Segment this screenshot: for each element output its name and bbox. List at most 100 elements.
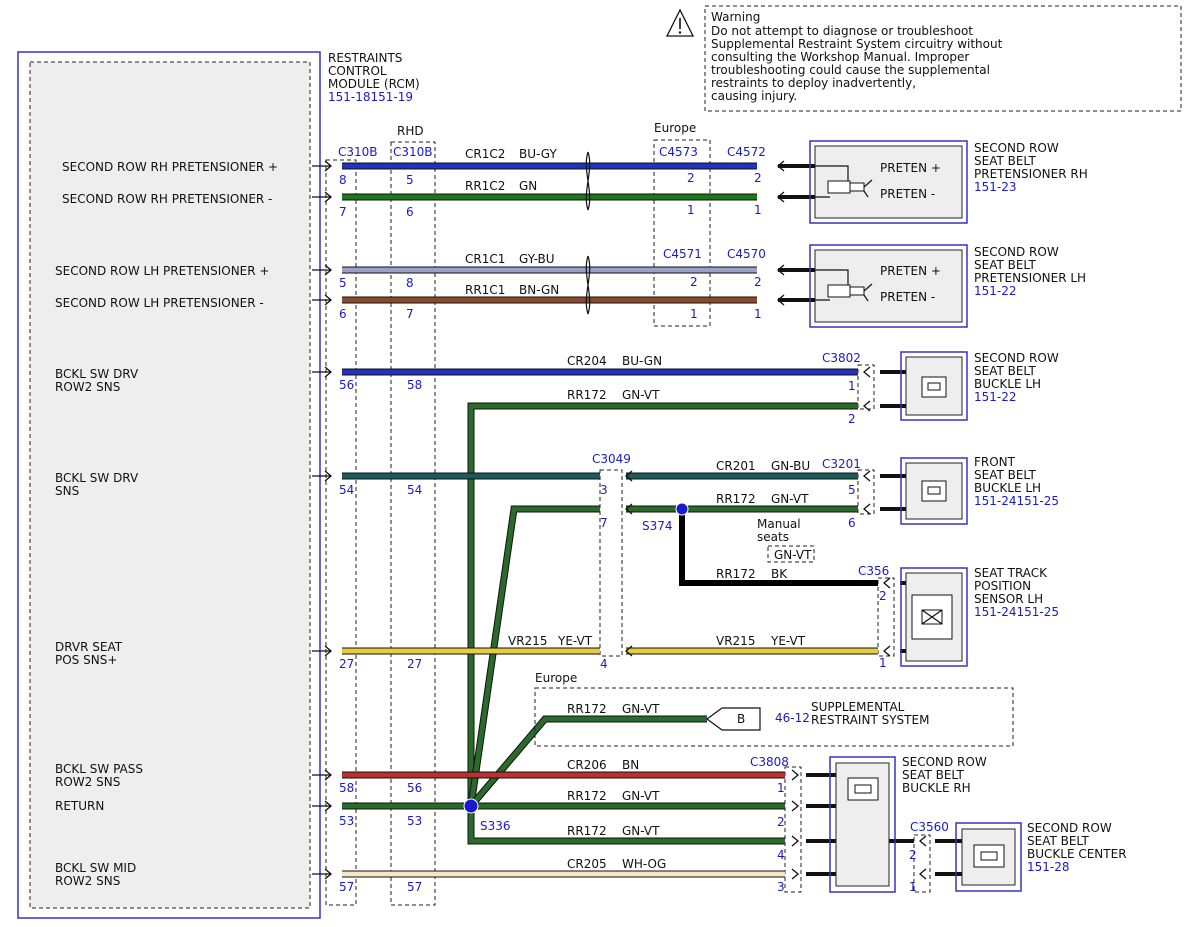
pin-number: 7 [600,516,608,530]
pret-minus-label: PRETEN - [880,290,935,304]
splice-s374 [675,502,689,516]
c3808-connector [784,766,802,893]
c310b-label: C310B [338,145,378,159]
c310b-connector [325,159,357,906]
component-ref: 151-22 [974,390,1017,404]
pin-number: 5 [406,173,414,187]
europe-ref: 46-12 [775,711,810,725]
component-name: SECOND ROW [974,351,1059,365]
component-ref: 151-24151-25 [974,605,1059,619]
warning-line: Do not attempt to diagnose or troublesho… [711,24,973,38]
pin-number: 1 [777,781,785,795]
rcm-pin-label: RETURN [55,799,104,813]
c4572-label: C4572 [727,145,766,159]
front-buckle-lh: FRONT SEAT BELT BUCKLE LH 151-24151-25 [900,455,1059,525]
rcm-title: RESTRAINTS [328,51,402,65]
rcm-pin-label: SECOND ROW RH PRETENSIONER + [62,160,278,174]
pin-number: 8 [339,173,347,187]
rcm-pin-label: SECOND ROW LH PRETENSIONER + [55,264,269,278]
component-name: BUCKLE LH [974,481,1041,495]
rhd-label: RHD [397,124,424,138]
c3049-connector [599,469,623,657]
component-name: SECOND ROW [974,141,1059,155]
wire-color-label: GN-VT [622,824,660,838]
rcm-pin-label: BCKL SW MID [55,861,136,875]
rcm-module: RESTRAINTS CONTROL MODULE (RCM) 151-1815… [17,51,420,919]
wire-color-label: BN-GN [519,283,559,297]
pin-number: 2 [754,171,762,185]
warning-line: Supplemental Restraint System circuitry … [711,37,1003,51]
wire-color-label: YE-VT [770,634,806,648]
circuit-label: RR172 [567,789,607,803]
c3201-label: C3201 [822,457,861,471]
pin-number: 1 [909,880,917,894]
circuit-label: RR1C1 [465,283,505,297]
c356-connector [877,577,895,657]
circuit-label: CR1C1 [465,252,505,266]
wire-color-label: GN-VT [622,388,660,402]
wire-color-label: BN [622,758,639,772]
component-name: SEAT BELT [974,154,1036,168]
pin-number: 2 [879,589,887,603]
component-name: SECOND ROW [1027,821,1112,835]
circuit-label: VR215 [716,634,755,648]
pin-number: 56 [407,781,422,795]
component-ref: 151-22 [974,284,1017,298]
rcm-pin-label: DRVR SEAT [55,640,123,654]
pin-number: 7 [406,307,414,321]
warning-title: Warning [711,10,760,24]
europe-connector-box [653,139,711,327]
rcm-pin-label: SECOND ROW LH PRETENSIONER - [55,296,264,310]
wire-color-label: GN-VT [771,492,809,506]
rcm-pin-label: BCKL SW DRV [55,367,139,381]
component-name: SECOND ROW [902,755,987,769]
wire-rr172 [468,403,858,806]
component-name: SECOND ROW [974,245,1059,259]
rcm-pin-label: ROW2 SNS [55,380,120,394]
circuit-label: RR172 [716,492,756,506]
wire-color-label: BU-GY [519,147,557,161]
c4573-label: C4573 [659,145,698,159]
pin-number: 57 [407,880,422,894]
pin-number: 1 [687,203,695,217]
twisted-pair-icon [585,151,591,211]
component-name: PRETENSIONER RH [974,167,1088,181]
pin-number: 3 [777,880,785,894]
circuit-label: RR1C2 [465,179,505,193]
rcm-pin-label: BCKL SW DRV [55,471,139,485]
component-name: SENSOR LH [974,592,1043,606]
component-name: BUCKLE RH [902,781,971,795]
rcm-pin-label: BCKL SW PASS [55,762,143,776]
pin-number: 27 [407,657,422,671]
wire-color-label: GN-BU [771,459,810,473]
rcm-ref: 151-18151-19 [328,90,413,104]
pin-number: 8 [406,276,414,290]
pin-number: 2 [777,815,785,829]
rcm-pin-label: SNS [55,484,79,498]
pin-number: 58 [339,781,354,795]
warning-block: Warning Do not attempt to diagnose or tr… [665,5,1182,112]
component-name: BUCKLE CENTER [1027,847,1127,861]
pin-number: 4 [600,657,608,671]
system-label: SUPPLEMENTAL [811,700,905,714]
circuit-label: CR201 [716,459,756,473]
pin-number: 5 [848,483,856,497]
wire-labels: CR1C2 BU-GY RR1C2 GN CR1C1 GY-BU RR1C1 B… [465,147,810,871]
circuit-label: RR172 [716,567,756,581]
c310b-rhd-connector [390,141,436,906]
pin-number: 3 [600,483,608,497]
pin-number: 27 [339,657,354,671]
warning-line: restraints to deploy inadvertently, [711,76,916,90]
splice-label: S336 [480,819,511,833]
c3802-label: C3802 [822,351,861,365]
component-name: SEAT BELT [974,468,1036,482]
circuit-label: RR172 [567,388,607,402]
pin-number: 7 [339,205,347,219]
pin-number: 53 [407,814,422,828]
wire-color-label: GN-VT [622,789,660,803]
pin-number: 2 [754,275,762,289]
pin-number: 58 [407,378,422,392]
pin-number: 1 [690,307,698,321]
pret-plus-label: PRETEN + [880,161,941,175]
component-name: SEAT BELT [1027,834,1089,848]
